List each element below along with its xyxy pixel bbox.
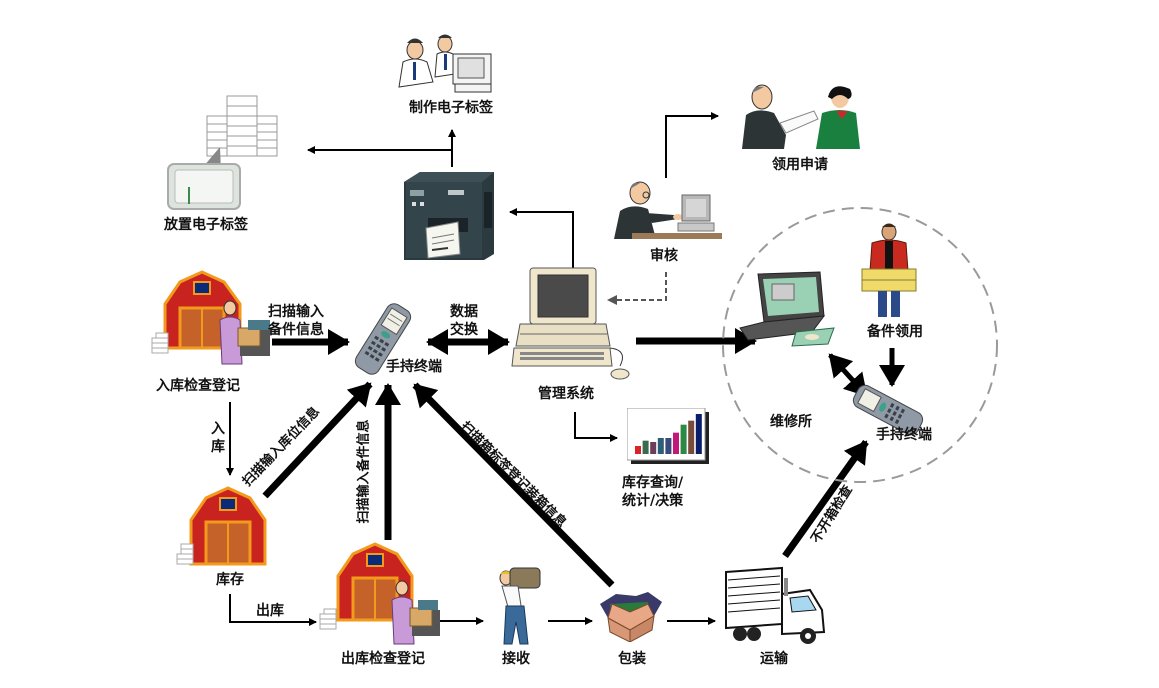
outbound-check-illustration <box>319 542 440 645</box>
arrow-scan-box-tag <box>412 382 615 588</box>
management-computer-icon <box>511 267 630 380</box>
inbound-check-illustration <box>151 270 270 365</box>
edge-label-line: 备件信息 <box>268 322 324 338</box>
label-inventory: 库存 <box>216 572 244 588</box>
label-make-tag: 制作电子标签 <box>409 100 493 116</box>
edge-label-data-exchange: 数据 交换 <box>450 303 478 339</box>
transport-truck-illustration <box>725 566 826 644</box>
label-report-line: 统计/决策 <box>622 493 684 509</box>
arrow-outbound <box>229 594 317 626</box>
edge-label-line: 数据 <box>450 304 478 320</box>
label-receive: 接收 <box>502 651 530 667</box>
parts-pickup-illustration <box>861 223 917 317</box>
label-parts-pickup: 备件领用 <box>867 324 923 340</box>
edge-label-scan-parts: 扫描输入备件信息 <box>356 419 372 524</box>
mini-chart-bar <box>680 424 687 454</box>
mini-chart-bar <box>688 420 695 454</box>
pack-illustration <box>600 592 662 642</box>
handheld-terminal-repair-icon <box>852 384 924 436</box>
arrow-no-open-check <box>782 439 869 559</box>
label-printer-illustration <box>404 172 494 260</box>
apply-illustration <box>742 84 860 149</box>
barn-icon <box>189 486 267 566</box>
arrow-review-to-apply <box>665 112 719 178</box>
mini-chart-bar <box>665 438 672 454</box>
mini-chart-bar <box>650 442 657 454</box>
arrow-mgmt-to-report <box>574 412 618 442</box>
label-outbound-check: 出库检查登记 <box>341 651 425 667</box>
repair-laptop-icon <box>739 271 835 347</box>
label-handheld-main: 手持终端 <box>386 359 442 375</box>
place-tag-illustration <box>167 95 278 210</box>
label-review: 审核 <box>650 248 678 264</box>
mini-chart-bar <box>635 446 641 454</box>
mini-chart-bar <box>657 438 664 454</box>
arrow-scan-location <box>262 381 373 499</box>
edge-label-outbound: 出库 <box>256 603 284 619</box>
edge-label-scan-input-parts: 扫描输入 备件信息 <box>268 303 324 339</box>
mini-chart-bar <box>642 440 649 454</box>
label-report-line: 库存查询/ <box>622 475 684 491</box>
review-illustration <box>614 181 722 239</box>
edge-label-line: 交换 <box>450 322 478 338</box>
arrow-mgmt-to-printer <box>509 208 574 268</box>
label-pack: 包装 <box>618 651 646 667</box>
mini-chart-bar <box>695 414 702 454</box>
label-transport: 运输 <box>760 651 788 667</box>
receive-illustration <box>499 567 541 645</box>
label-repair-shop: 维修所 <box>770 414 812 430</box>
arrow-review-to-mgmt <box>607 272 667 305</box>
report-chart-illustration <box>627 408 709 464</box>
mini-chart-bar <box>673 432 679 454</box>
edge-label-to-storage: 入库 <box>211 421 225 455</box>
label-place-tag: 放置电子标签 <box>164 217 248 233</box>
inventory-illustration <box>176 486 267 566</box>
label-mgmt-system: 管理系统 <box>538 386 594 402</box>
repair-shop-boundary <box>722 207 998 483</box>
label-report: 库存查询/ 统计/决策 <box>622 474 683 510</box>
handheld-terminal-icon <box>354 303 412 375</box>
label-handheld-repair: 手持终端 <box>876 427 932 443</box>
edge-label-line: 扫描输入 <box>268 304 324 320</box>
make-tag-illustration <box>398 34 492 93</box>
label-inbound-check: 入库检查登记 <box>156 378 240 394</box>
label-apply: 领用申请 <box>772 157 828 173</box>
